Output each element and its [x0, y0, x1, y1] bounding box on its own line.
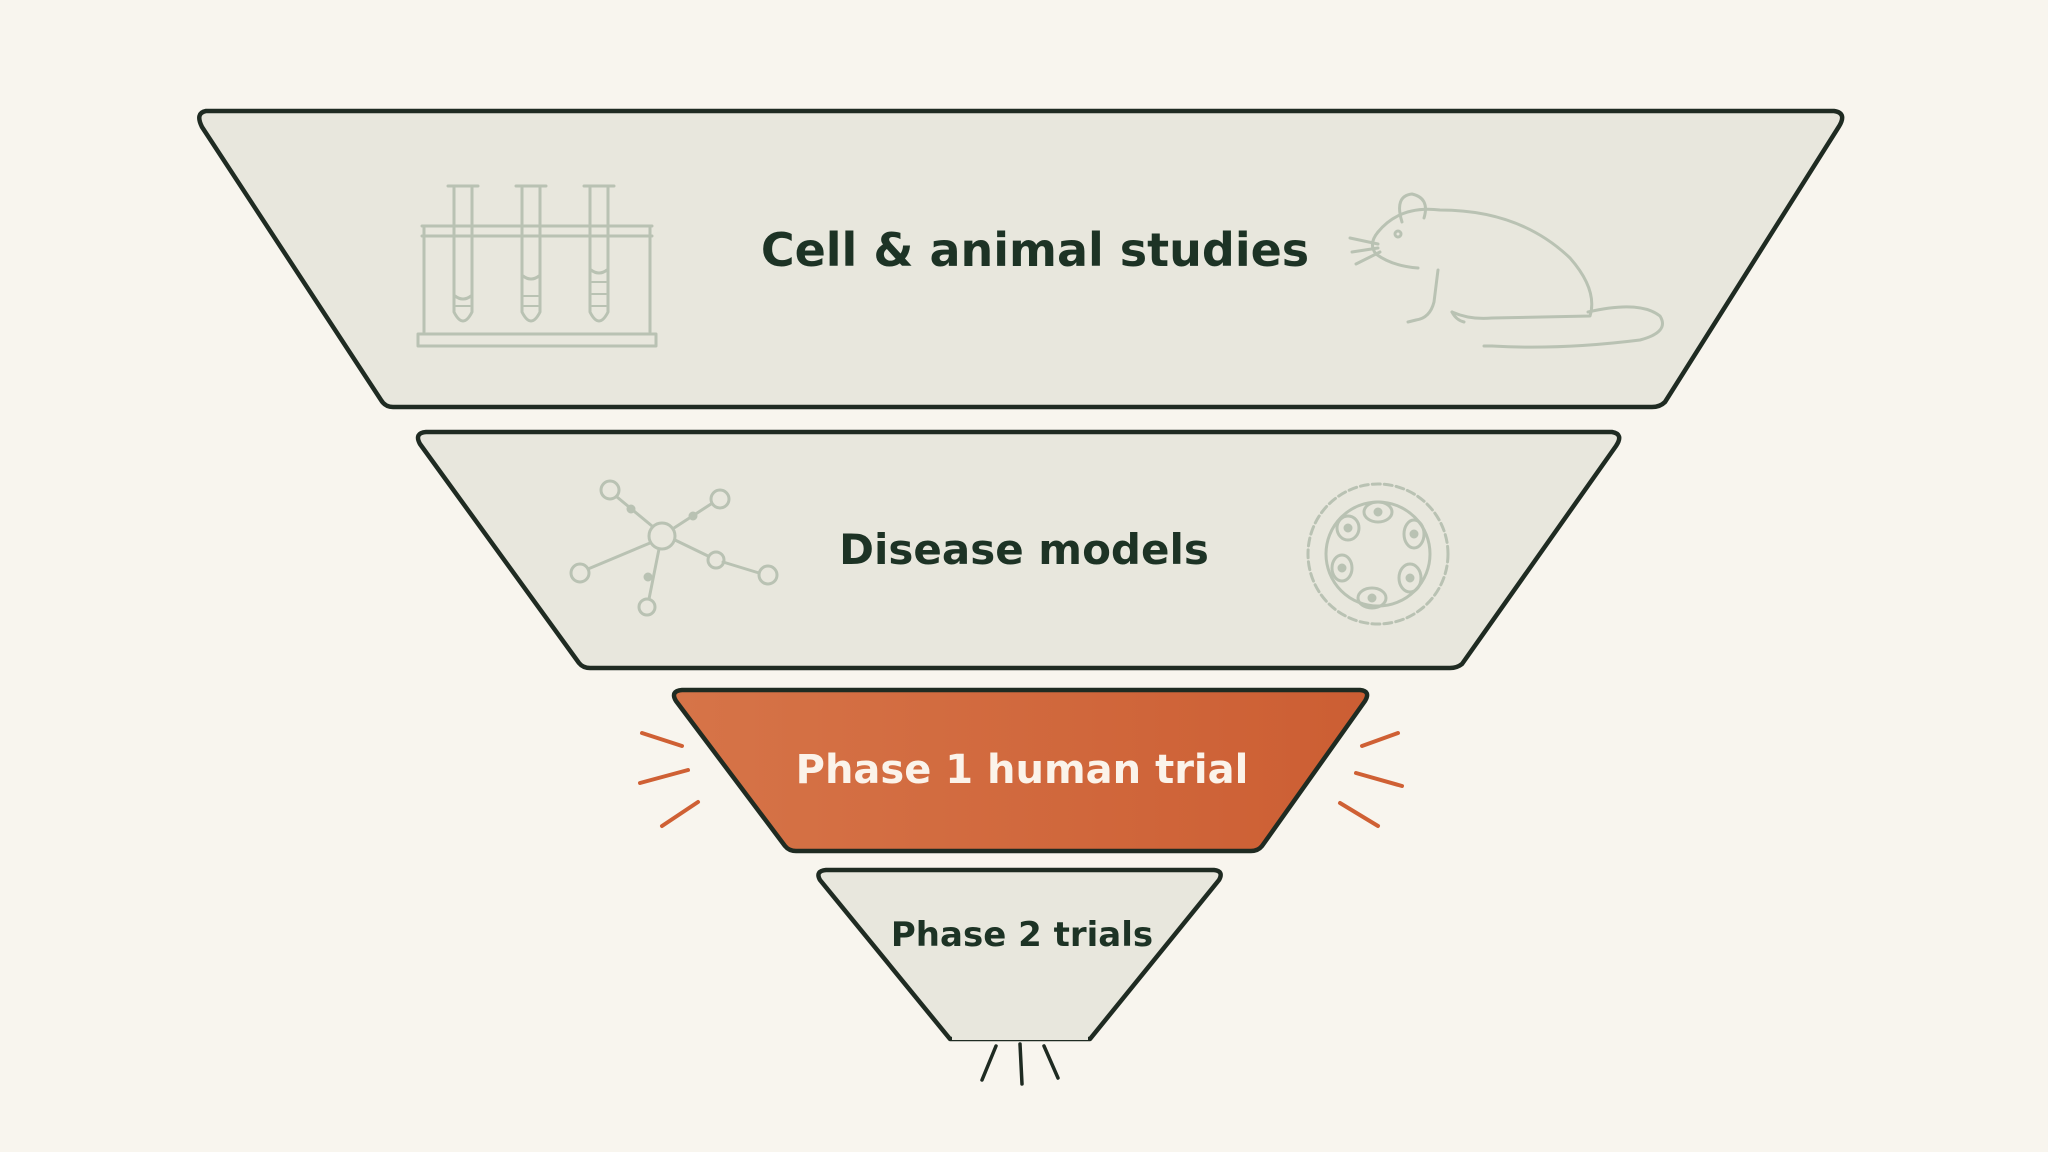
- stage-phase-2-trials: Phase 2 trials: [816, 867, 1223, 1086]
- stage-3-label: Phase 1 human trial: [796, 747, 1249, 793]
- cell-cluster-icon: [1306, 482, 1450, 626]
- stage-4-trapezoid: [816, 867, 1223, 1042]
- stage-phase-1-human-trial: Phase 1 human trial: [638, 687, 1404, 854]
- stage-3-trapezoid: [671, 687, 1370, 854]
- stage-disease-models: Disease models: [415, 429, 1622, 671]
- mouse-icon: [1348, 192, 1664, 349]
- bottom-burst-icon: [980, 1042, 1060, 1086]
- stage-2-label: Disease models: [839, 525, 1209, 574]
- right-burst-icon: [1338, 731, 1404, 828]
- molecule-network-icon: [569, 479, 779, 617]
- stage-cell-animal-studies: Cell & animal studies: [197, 108, 1845, 410]
- left-burst-icon: [638, 731, 700, 828]
- test-tubes-icon: [416, 184, 658, 348]
- stage-1-label: Cell & animal studies: [761, 223, 1309, 277]
- stage-4-label: Phase 2 trials: [891, 915, 1153, 955]
